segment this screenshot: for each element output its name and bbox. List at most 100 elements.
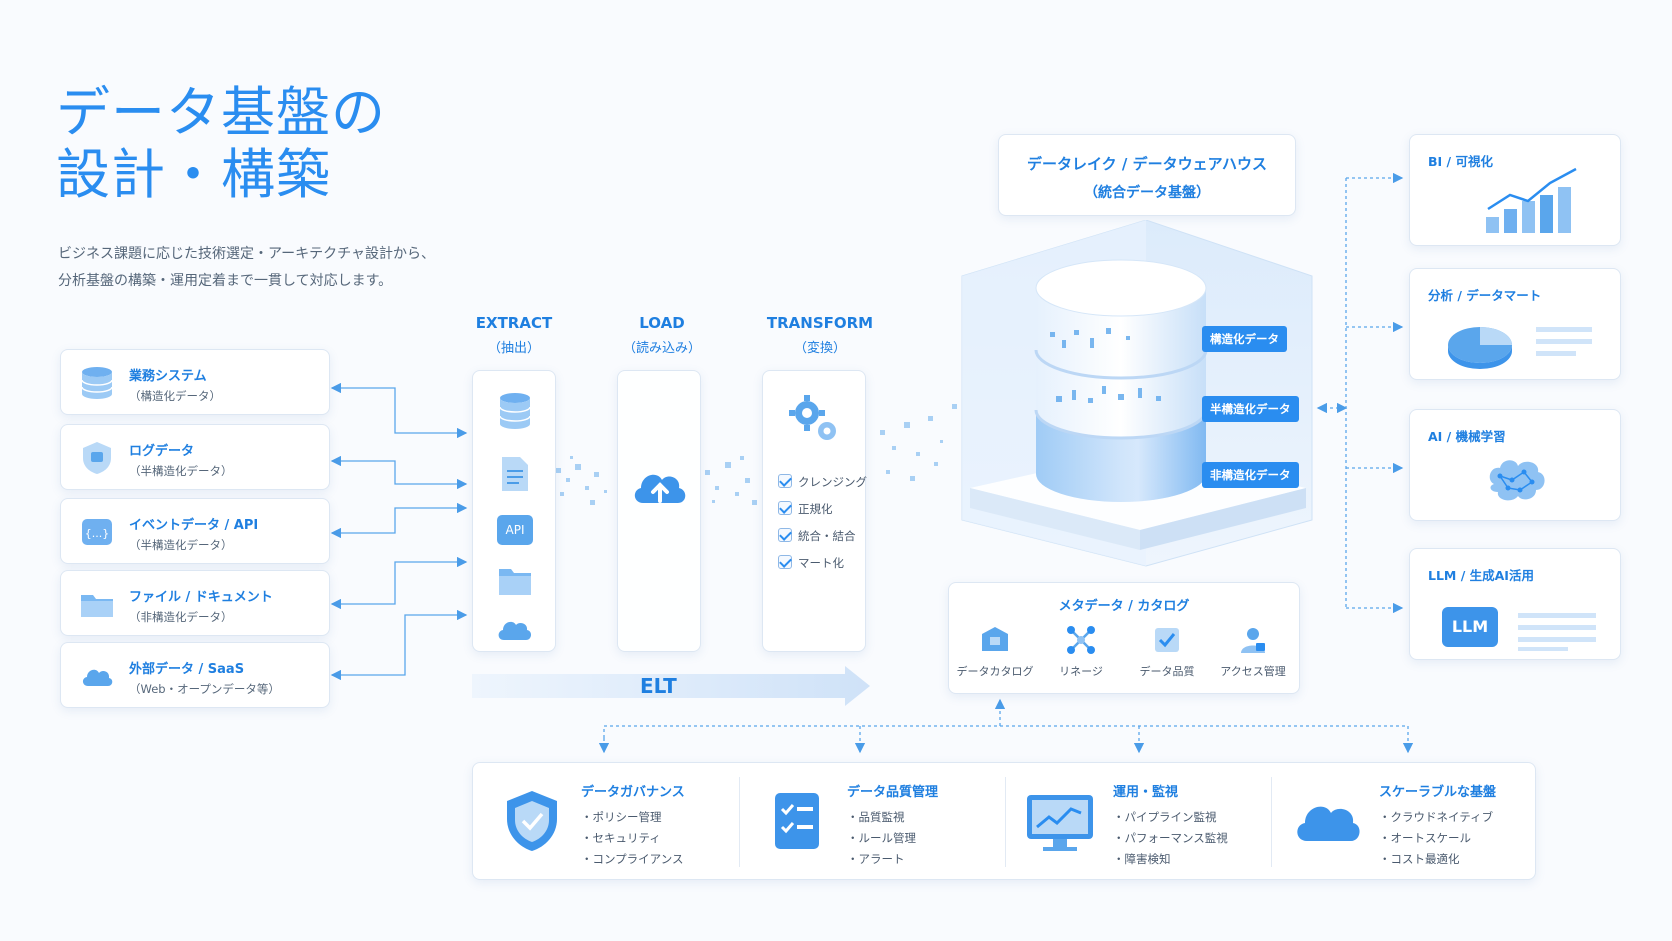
source-title: 業務システム bbox=[129, 369, 207, 384]
feature-item: ・セキュリティ bbox=[581, 831, 661, 845]
source-subtitle: （非構造化データ） bbox=[129, 610, 233, 624]
stage-sub: （読み込み） bbox=[622, 341, 701, 356]
transform-step: 正規化 bbox=[778, 501, 833, 517]
feature-title: 運用・監視 bbox=[1113, 785, 1179, 800]
feature-item: ・コスト最適化 bbox=[1379, 852, 1460, 866]
database-icon bbox=[499, 393, 531, 429]
folder-icon bbox=[499, 569, 531, 595]
elt-label: ELT bbox=[640, 674, 677, 698]
cloud-icon bbox=[82, 669, 113, 686]
metadata-item-lineage[interactable]: リネージ bbox=[1037, 625, 1125, 679]
check-icon bbox=[778, 501, 792, 515]
output-title: 分析 / データマート bbox=[1428, 288, 1542, 303]
source-card-log-data[interactable]: ログデータ （半構造化データ） bbox=[60, 424, 330, 490]
feature-item: ・オートスケール bbox=[1379, 831, 1471, 845]
metadata-item-access[interactable]: アクセス管理 bbox=[1209, 625, 1297, 679]
feature-title: スケーラブルな基盤 bbox=[1379, 785, 1497, 800]
feature-item: ・クラウドネイティブ bbox=[1379, 810, 1494, 824]
stage-transform-header: TRANSFORM （変換） bbox=[755, 314, 885, 356]
database-icon bbox=[81, 367, 113, 399]
document-icon bbox=[502, 457, 528, 491]
source-title: ファイル / ドキュメント bbox=[129, 590, 273, 605]
quality-check-icon bbox=[1155, 628, 1179, 652]
source-card-external-saas[interactable]: 外部データ / SaaS （Web・オープンデータ等） bbox=[60, 642, 330, 708]
checklist-icon bbox=[775, 793, 819, 849]
feature-item: ・障害検知 bbox=[1113, 852, 1171, 866]
feature-list: ・パイプライン監視 ・パフォーマンス監視 ・障害検知 bbox=[1113, 807, 1228, 870]
folder-icon bbox=[81, 595, 113, 617]
lead-line-2: 分析基盤の構築・運用定着まで一貫して対応します。 bbox=[58, 273, 393, 289]
tag-unstructured-data: 非構造化データ bbox=[1202, 462, 1299, 488]
bottom-features-panel: データガバナンス ・ポリシー管理 ・セキュリティ ・コンプライアンス データ品質… bbox=[472, 762, 1536, 880]
stage-sub: （変換） bbox=[793, 341, 846, 356]
pie-chart-icon bbox=[1448, 327, 1592, 369]
transform-step-label: 統合・結合 bbox=[798, 529, 856, 543]
source-card-file-document[interactable]: ファイル / ドキュメント （非構造化データ） bbox=[60, 570, 330, 636]
lake-title-card: データレイク / データウェアハウス （統合データ基盤） bbox=[998, 134, 1296, 216]
feature-item: ・ポリシー管理 bbox=[581, 810, 662, 824]
source-subtitle: （Web・オープンデータ等） bbox=[129, 682, 280, 696]
lineage-icon bbox=[1067, 626, 1095, 654]
lake-title: データレイク / データウェアハウス bbox=[1026, 155, 1268, 173]
feature-item: ・パフォーマンス監視 bbox=[1113, 831, 1228, 845]
output-card-bi[interactable]: BI / 可視化 bbox=[1409, 134, 1621, 246]
brain-icon bbox=[1489, 460, 1545, 501]
stage-name: EXTRACT bbox=[475, 314, 553, 332]
output-card-analysis[interactable]: 分析 / データマート bbox=[1409, 268, 1621, 380]
lake-subtitle: （統合データ基盤） bbox=[1084, 185, 1210, 201]
check-icon bbox=[778, 528, 792, 542]
shield-icon bbox=[507, 791, 557, 851]
source-title: ログデータ bbox=[129, 444, 195, 459]
stage-load-header: LOAD （読み込み） bbox=[597, 314, 727, 356]
source-title: イベントデータ / API bbox=[129, 518, 259, 533]
lead-line-1: ビジネス課題に応じた技術選定・アーキテクチャ設計から、 bbox=[58, 246, 436, 262]
catalog-icon bbox=[982, 627, 1008, 651]
feature-operation-monitoring: 運用・監視 ・パイプライン監視 ・パフォーマンス監視 ・障害検知 bbox=[1005, 763, 1271, 881]
page-title: データ基盤の 設計・構築 bbox=[56, 82, 386, 206]
transform-step: クレンジング bbox=[778, 474, 867, 490]
bar-chart-icon bbox=[1486, 167, 1577, 233]
metadata-catalog-card: メタデータ / カタログ データカタログ リネージ データ品質 アクセス管理 bbox=[948, 582, 1300, 694]
llm-chat-icon: LLM bbox=[1442, 607, 1498, 647]
source-card-business-system[interactable]: 業務システム （構造化データ） bbox=[60, 349, 330, 415]
feature-data-governance: データガバナンス ・ポリシー管理 ・セキュリティ ・コンプライアンス bbox=[473, 763, 739, 881]
transform-step-label: クレンジング bbox=[798, 475, 867, 489]
cloud-icon bbox=[498, 621, 532, 640]
output-card-llm[interactable]: LLM / 生成AI活用 LLM bbox=[1409, 548, 1621, 660]
api-braces-icon: {...} bbox=[82, 519, 112, 545]
cloud-icon bbox=[1297, 806, 1360, 841]
stage-name: TRANSFORM bbox=[766, 314, 874, 332]
feature-item: ・品質監視 bbox=[847, 810, 905, 824]
metadata-item-catalog[interactable]: データカタログ bbox=[951, 625, 1039, 679]
divider bbox=[739, 777, 740, 867]
metadata-item-quality[interactable]: データ品質 bbox=[1123, 625, 1211, 679]
source-subtitle: （半構造化データ） bbox=[129, 538, 233, 552]
stage-name: LOAD bbox=[639, 314, 685, 332]
transform-column bbox=[762, 370, 866, 652]
title-line-1: データ基盤の bbox=[56, 81, 386, 144]
source-title: 外部データ / SaaS bbox=[129, 662, 245, 677]
check-icon bbox=[778, 474, 792, 488]
metadata-item-label: データ品質 bbox=[1139, 665, 1195, 678]
metadata-title: メタデータ / カタログ bbox=[1058, 599, 1190, 614]
metadata-item-label: リネージ bbox=[1059, 665, 1103, 678]
lead-text: ビジネス課題に応じた技術選定・アーキテクチャ設計から、 分析基盤の構築・運用定着… bbox=[58, 241, 435, 295]
metadata-item-label: データカタログ bbox=[956, 665, 1034, 678]
load-column bbox=[617, 370, 701, 652]
title-line-2: 設計・構築 bbox=[56, 143, 331, 206]
extract-column: API bbox=[472, 370, 556, 652]
output-card-ai-ml[interactable]: AI / 機械学習 bbox=[1409, 409, 1621, 521]
feature-item: ・アラート bbox=[847, 852, 905, 866]
tag-structured-data: 構造化データ bbox=[1202, 326, 1287, 352]
transform-step-label: 正規化 bbox=[798, 502, 833, 516]
feature-list: ・ポリシー管理 ・セキュリティ ・コンプライアンス bbox=[581, 807, 683, 870]
feature-data-quality: データ品質管理 ・品質監視 ・ルール管理 ・アラート bbox=[739, 763, 1005, 881]
api-icon: API bbox=[497, 515, 533, 545]
feature-scalable-platform: スケーラブルな基盤 ・クラウドネイティブ ・オートスケール ・コスト最適化 bbox=[1271, 763, 1537, 881]
feature-list: ・品質監視 ・ルール管理 ・アラート bbox=[847, 807, 916, 870]
svg-text:{...}: {...} bbox=[85, 527, 110, 540]
feature-item: ・ルール管理 bbox=[847, 831, 916, 845]
source-card-event-api[interactable]: {...} イベントデータ / API （半構造化データ） bbox=[60, 498, 330, 564]
output-title: BI / 可視化 bbox=[1428, 154, 1493, 169]
